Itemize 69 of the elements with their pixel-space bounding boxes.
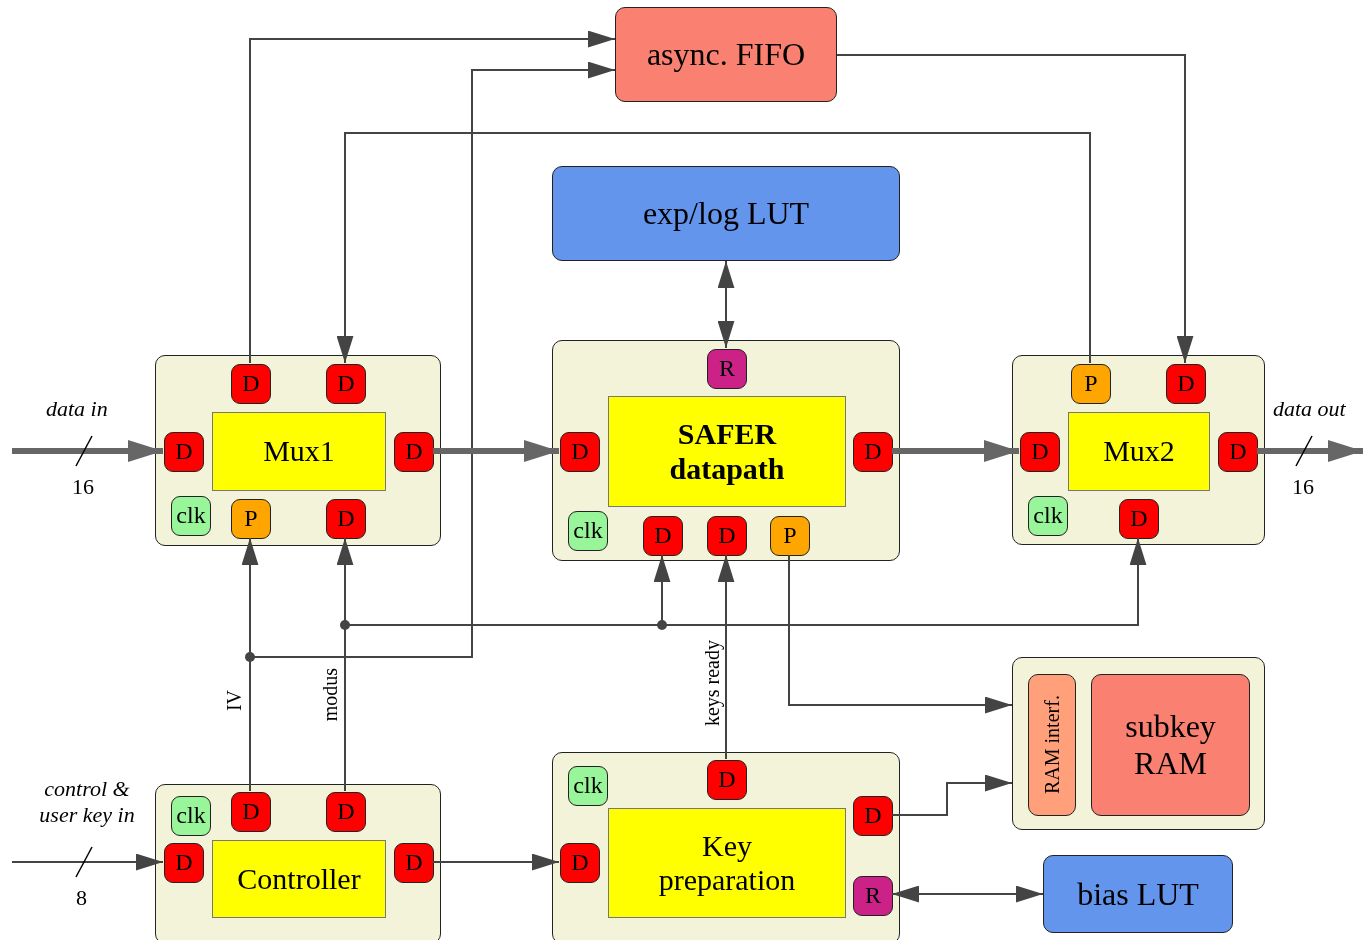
arrow — [336, 132, 1091, 364]
port-badge: clk — [568, 766, 608, 806]
arrow — [432, 853, 560, 871]
edge-label: data in — [46, 396, 108, 423]
arrow — [891, 885, 1044, 903]
port-badge: R — [853, 876, 893, 916]
block-box: Key preparation — [608, 808, 846, 918]
arrow — [836, 54, 1194, 364]
port-badge: D — [164, 843, 204, 883]
port-badge: D — [853, 796, 893, 836]
module-box — [552, 752, 900, 940]
block-box: Mux2 — [1068, 412, 1210, 491]
arrow — [249, 30, 616, 364]
port-badge: P — [770, 516, 810, 556]
arrow — [892, 440, 1019, 462]
port-badge: D — [1119, 499, 1159, 539]
port-badge: D — [853, 432, 893, 472]
edge-label: control & user key in — [38, 776, 136, 829]
port-badge: P — [231, 499, 271, 539]
module-box — [1012, 657, 1265, 830]
module-box — [155, 355, 441, 546]
port-badge: D — [1020, 432, 1060, 472]
block-box: Mux1 — [212, 412, 386, 491]
port-badge: D — [231, 364, 271, 404]
arrow — [11, 853, 164, 871]
arrow — [788, 554, 1013, 714]
arrow — [433, 440, 559, 462]
module-box — [155, 784, 441, 940]
lut-box: bias LUT — [1043, 855, 1233, 933]
port-badge: D — [707, 760, 747, 800]
arrow — [1257, 440, 1363, 462]
port-badge: D — [643, 516, 683, 556]
arrow — [12, 440, 163, 462]
port-badge: D — [560, 843, 600, 883]
bus-width-label: 16 — [72, 474, 94, 501]
edge-label: data out — [1273, 396, 1346, 423]
lut-box: exp/log LUT — [552, 166, 900, 261]
port-badge: D — [326, 364, 366, 404]
port-badge: clk — [1028, 496, 1068, 536]
port-badge: P — [1071, 364, 1111, 404]
port-badge: D — [1218, 432, 1258, 472]
edge-label: modus — [318, 668, 342, 722]
port-badge: D — [231, 792, 271, 832]
edge-label: IV — [222, 690, 246, 712]
port-badge: clk — [171, 496, 211, 536]
port-badge: clk — [171, 796, 211, 836]
block-box: SAFER datapath — [608, 396, 846, 507]
block-box: Controller — [212, 840, 386, 918]
bus-width-label: 8 — [76, 885, 87, 912]
bus-width-label: 16 — [1292, 474, 1314, 501]
module-box — [1012, 355, 1265, 545]
arrow — [891, 774, 1013, 816]
port-badge: D — [394, 843, 434, 883]
ram-box: subkey RAM — [1091, 674, 1250, 816]
port-badge: R — [707, 349, 747, 389]
port-badge: D — [394, 432, 434, 472]
port-badge: clk — [568, 511, 608, 551]
fifo-box: async. FIFO — [615, 7, 837, 102]
port-badge: D — [707, 516, 747, 556]
interface-box: RAM interf. — [1028, 674, 1076, 816]
edge-label: keys ready — [700, 640, 724, 727]
arrow — [717, 260, 735, 349]
port-badge: D — [1166, 364, 1206, 404]
arrow — [717, 554, 735, 760]
port-badge: D — [326, 499, 366, 539]
module-box — [552, 340, 900, 561]
port-badge: D — [164, 432, 204, 472]
port-badge: D — [326, 792, 366, 832]
port-badge: D — [560, 432, 600, 472]
